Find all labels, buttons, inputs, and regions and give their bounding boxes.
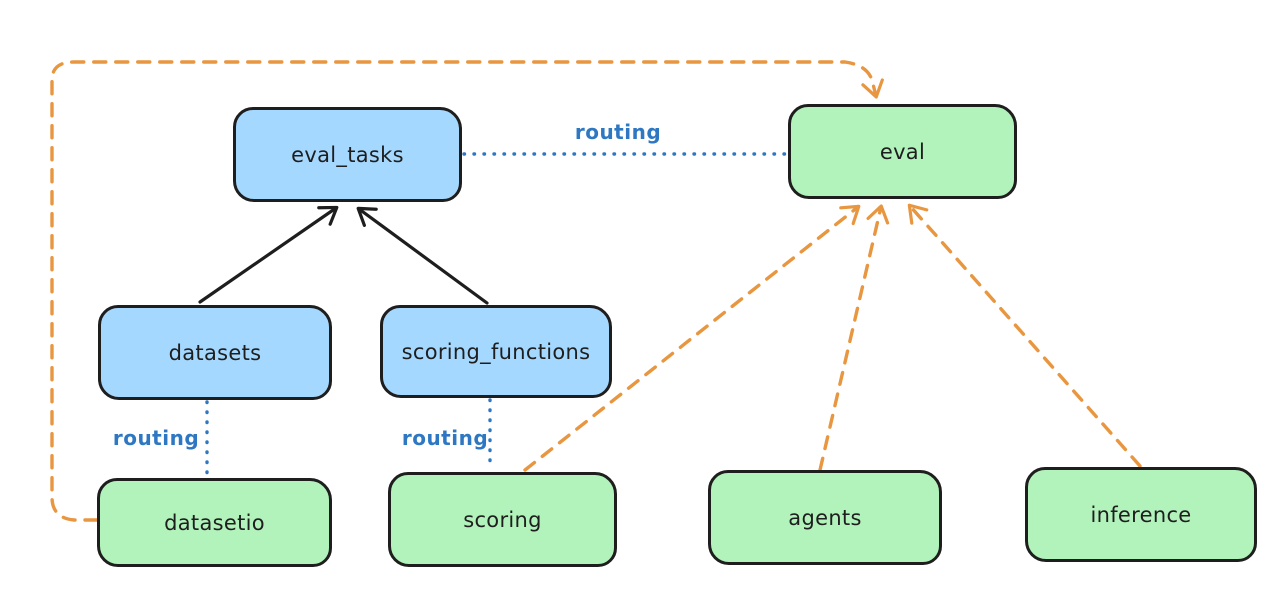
node-datasetio: datasetio xyxy=(97,478,332,567)
node-datasets-label: datasets xyxy=(168,340,262,365)
node-agents: agents xyxy=(708,470,942,565)
edge-label-routing-top: routing xyxy=(574,120,662,144)
edge-datasetio-to-eval xyxy=(50,60,884,522)
node-scoring: scoring xyxy=(388,472,617,567)
node-scoring-functions-label: scoring_functions xyxy=(401,339,591,364)
edge-label-routing-scoring: routing xyxy=(401,426,489,450)
node-scoring-label: scoring xyxy=(463,507,542,532)
node-agents-label: agents xyxy=(788,505,862,530)
edge-agents-to-eval xyxy=(818,204,890,472)
node-eval: eval xyxy=(788,104,1017,199)
node-eval-tasks-label: eval_tasks xyxy=(291,142,404,167)
edge-scoring-to-eval xyxy=(523,204,861,472)
node-scoring-functions: scoring_functions xyxy=(380,305,612,398)
node-inference-label: inference xyxy=(1090,502,1192,527)
edge-label-routing-datasets: routing xyxy=(112,426,200,450)
node-eval-tasks: eval_tasks xyxy=(233,107,462,202)
edge-datasets-to-eval-tasks xyxy=(198,205,339,304)
node-datasetio-label: datasetio xyxy=(164,510,265,535)
node-datasets: datasets xyxy=(98,305,332,400)
node-eval-label: eval xyxy=(879,139,926,164)
node-inference: inference xyxy=(1025,467,1257,562)
edge-inference-to-eval xyxy=(907,203,1142,468)
edge-scoring-functions-to-eval-tasks xyxy=(356,206,489,305)
